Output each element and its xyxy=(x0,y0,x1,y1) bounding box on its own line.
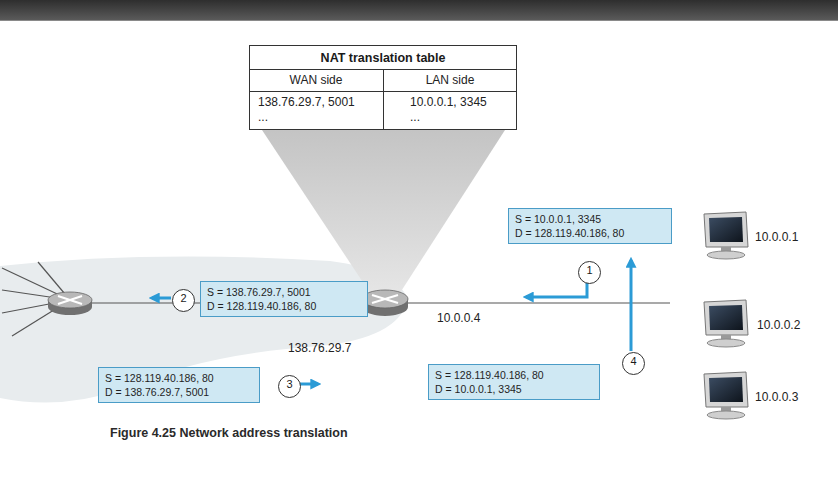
table-cell: ... xyxy=(410,110,420,125)
host-computer xyxy=(704,212,748,259)
packet-header-field: D = 128.119.40.186, 80 xyxy=(207,299,316,313)
host-computer xyxy=(704,300,748,347)
step-circle: 2 xyxy=(172,289,195,312)
table-ground xyxy=(249,45,517,130)
packet-header-field: S = 128.119.40.186, 80 xyxy=(435,368,544,382)
packet-header-field: D = 10.0.0.1, 3345 xyxy=(435,382,522,396)
packet-header-field: S = 10.0.0.1, 3345 xyxy=(515,212,601,226)
step-circle: 4 xyxy=(622,352,645,375)
step-circle: 3 xyxy=(278,375,301,398)
table-rule xyxy=(249,69,517,70)
table-cell: WAN side xyxy=(249,73,383,88)
router-symbol xyxy=(48,292,92,315)
step-number: 2 xyxy=(173,290,194,307)
table-cell: 138.76.29.7, 5001 xyxy=(258,95,355,110)
top-bar-edge xyxy=(0,20,838,21)
packet-header-field: S = 138.76.29.7, 5001 xyxy=(207,285,311,299)
nat-table: NAT translation table xyxy=(249,45,517,130)
nat-router-symbol xyxy=(362,290,408,316)
table-cell: LAN side xyxy=(383,73,517,88)
packet-header-field: S = 128.119.40.186, 80 xyxy=(105,371,214,385)
step-circle: 1 xyxy=(578,261,601,284)
table-title: NAT translation table xyxy=(250,46,516,70)
figure-caption: Figure 4.25 Network address translation xyxy=(110,425,348,441)
top-bar xyxy=(0,0,838,20)
host-address: 10.0.0.3 xyxy=(755,390,798,405)
packet-header-field: D = 138.76.29.7, 5001 xyxy=(105,385,209,399)
packet-header-field: D = 128.119.40.186, 80 xyxy=(515,226,624,240)
packet-box: S = 128.119.40.186, 80D = 10.0.0.1, 3345 xyxy=(428,364,600,400)
interface-address: 138.76.29.7 xyxy=(288,341,351,356)
table-cell: ... xyxy=(258,110,268,125)
step-number: 4 xyxy=(623,353,644,370)
interface-address: 10.0.0.4 xyxy=(437,311,480,326)
table-rule xyxy=(383,70,384,130)
packet-box: S = 128.119.40.186, 80D = 138.76.29.7, 5… xyxy=(98,367,260,403)
step-number: 3 xyxy=(279,376,300,393)
step-number: 1 xyxy=(579,262,600,279)
packet-box: S = 10.0.0.1, 3345D = 128.119.40.186, 80 xyxy=(508,208,672,244)
host-address: 10.0.0.2 xyxy=(757,318,800,333)
internet-region xyxy=(0,257,408,403)
host-computer xyxy=(704,372,748,419)
table-funnel xyxy=(262,130,505,296)
packet-box: S = 138.76.29.7, 5001D = 128.119.40.186,… xyxy=(200,281,368,317)
table-cell: 10.0.0.1, 3345 xyxy=(410,95,487,110)
host-address: 10.0.0.1 xyxy=(755,230,798,245)
internet-links xyxy=(2,262,670,336)
